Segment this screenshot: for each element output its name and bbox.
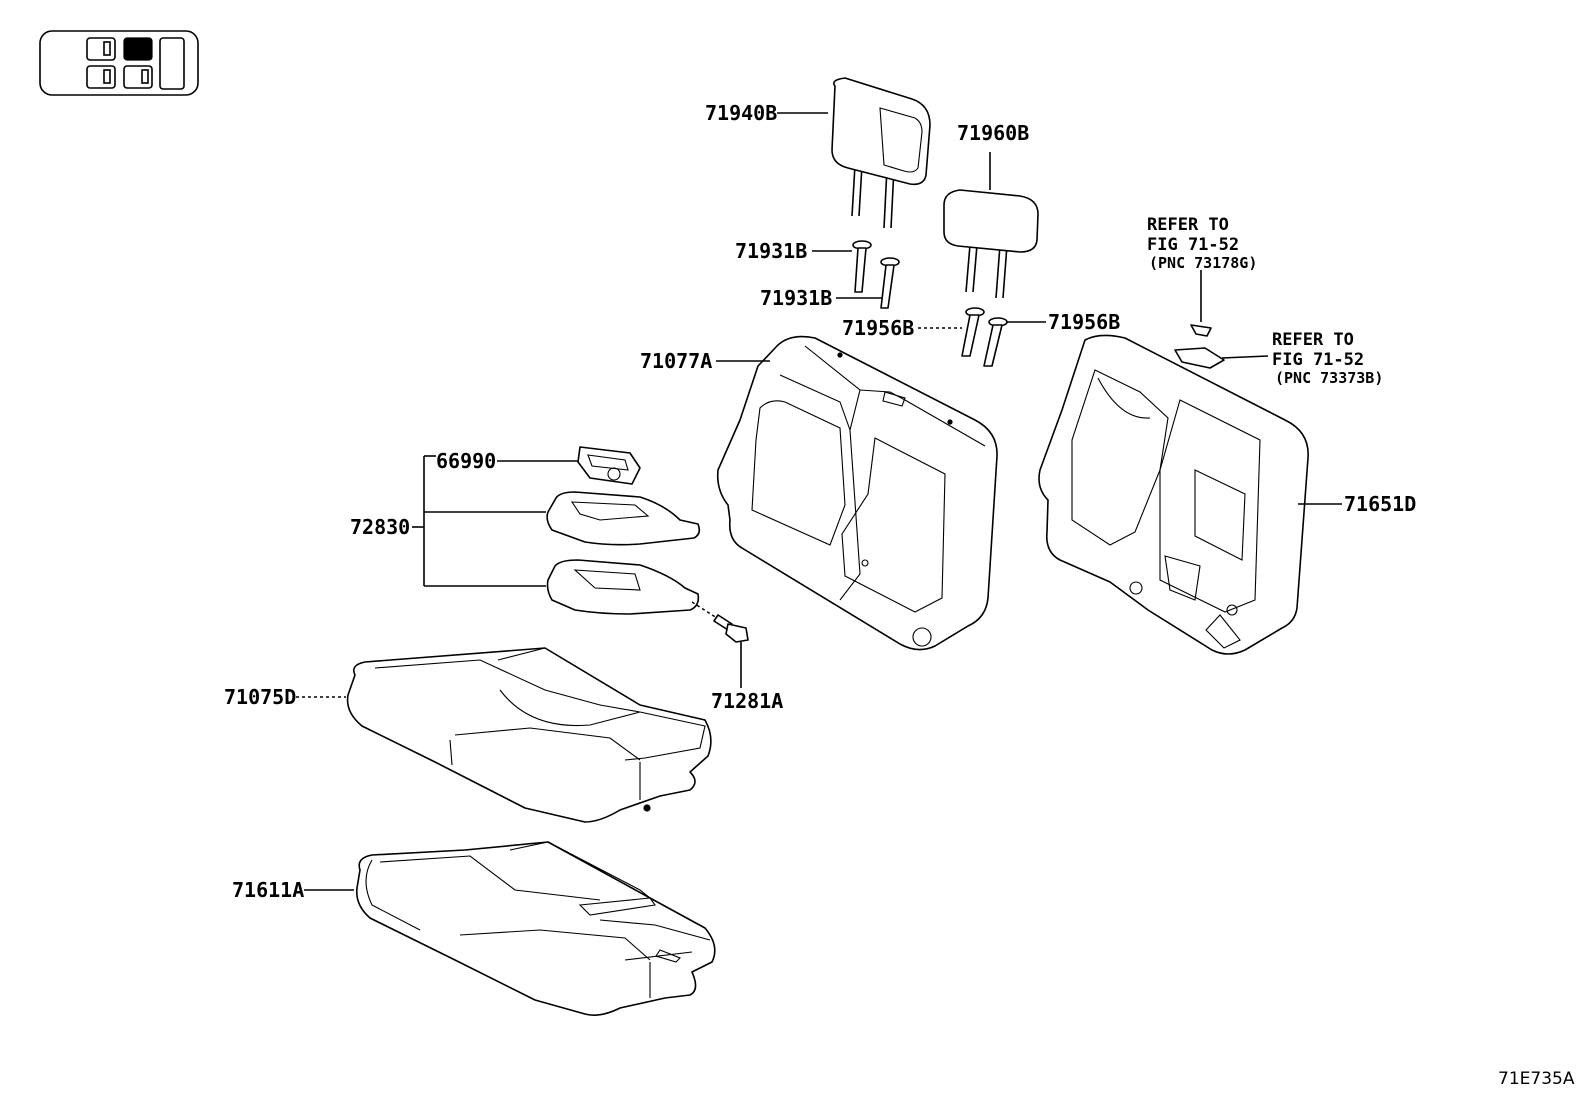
svg-text:REFER TO: REFER TO (1272, 330, 1354, 350)
svg-text:(PNC 73373B): (PNC 73373B) (1275, 369, 1383, 387)
label-71960b: 71960B (957, 121, 1029, 145)
label-71281a: 71281A (711, 689, 783, 713)
cup-holder-66990-part (577, 446, 641, 485)
svg-text:FIG 71-52: FIG 71-52 (1272, 350, 1364, 370)
seat-cushion-cover-71075d-part (346, 647, 712, 823)
reference-note-73178g: REFER TO FIG 71-52 (PNC 73178G) (1147, 215, 1257, 272)
svg-text:REFER TO: REFER TO (1147, 215, 1229, 235)
seatback-cover-71077a-part (716, 335, 998, 651)
label-66990: 66990 (436, 449, 496, 473)
screw-71281a-part (713, 614, 749, 643)
svg-text:(PNC 73178G): (PNC 73178G) (1149, 254, 1257, 272)
reference-clip-part (1174, 324, 1225, 369)
label-72830: 72830 (350, 515, 410, 539)
headrest-71960b-part (943, 189, 1039, 299)
label-71651d: 71651D (1344, 492, 1416, 516)
seat-cushion-pad-71611a-part (355, 841, 716, 1016)
support-71931b-part (852, 240, 900, 309)
label-71075d: 71075D (224, 685, 296, 709)
label-71077a: 71077A (640, 349, 712, 373)
armrest-72830-part (546, 491, 701, 615)
support-71956b-part (961, 307, 1008, 367)
label-71956b-left: 71956B (842, 316, 914, 340)
label-71940b: 71940B (705, 101, 777, 125)
diagram-id: 71E735A (1498, 1069, 1575, 1089)
label-71931b-lower: 71931B (760, 286, 832, 310)
seatback-frame-71651d-part (1038, 334, 1309, 655)
label-71931b-upper: 71931B (735, 239, 807, 263)
label-71956b-right: 71956B (1048, 310, 1120, 334)
locator-highlight-icon (123, 37, 153, 61)
headrest-71940b-part (831, 77, 931, 229)
seat-locator-icon (39, 30, 199, 96)
reference-note-73373b: REFER TO FIG 71-52 (PNC 73373B) (1272, 330, 1383, 387)
svg-text:FIG 71-52: FIG 71-52 (1147, 235, 1239, 255)
label-71611a: 71611A (232, 878, 304, 902)
